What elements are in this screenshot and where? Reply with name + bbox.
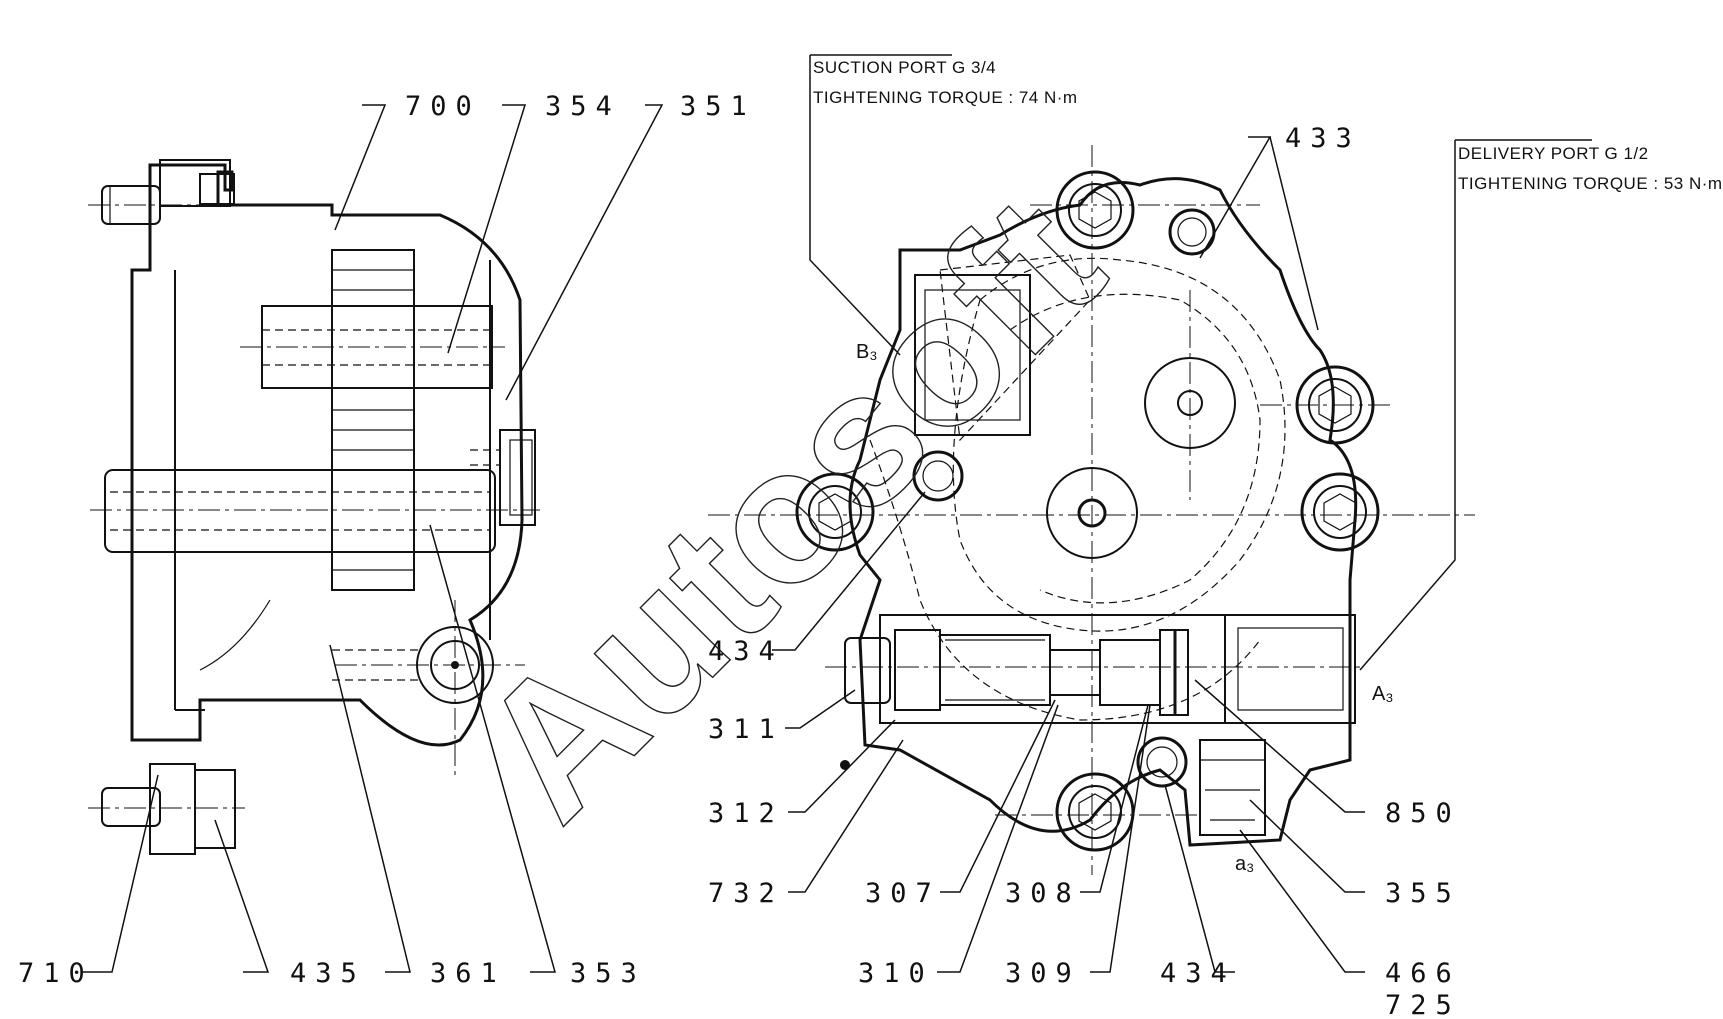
- part-label-309: 309: [1005, 958, 1081, 989]
- part-label-355: 355: [1385, 878, 1461, 909]
- part-label-850: 850: [1385, 798, 1461, 829]
- part-label-311: 311: [708, 714, 784, 745]
- part-label-433: 433: [1285, 123, 1361, 154]
- part-label-310: 310: [858, 958, 934, 989]
- part-label-308: 308: [1005, 878, 1081, 909]
- leader-lines: [82, 54, 1592, 973]
- part-label-361: 361: [430, 958, 506, 989]
- watermark-text: Autosoft: [439, 157, 1141, 859]
- suction-torque-note: TIGHTENING TORQUE : 74 N·m: [813, 88, 1078, 107]
- part-label-353: 353: [570, 958, 646, 989]
- part-label-354: 354: [545, 91, 621, 122]
- part-label-710: 710: [18, 958, 94, 989]
- part-label-312: 312: [708, 798, 784, 829]
- part-label-700: 700: [405, 91, 481, 122]
- suction-port-note: SUCTION PORT G 3/4: [813, 58, 996, 77]
- port-label-a3-lower: a₃: [1235, 853, 1254, 875]
- delivery-port-note: DELIVERY PORT G 1/2: [1458, 144, 1649, 163]
- part-label-351: 351: [680, 91, 756, 122]
- part-label-466: 466: [1385, 958, 1461, 989]
- part-label-435: 435: [290, 958, 366, 989]
- part-label-434-upper: 434: [708, 636, 784, 667]
- part-label-725: 725: [1385, 990, 1461, 1019]
- delivery-torque-note: TIGHTENING TORQUE : 53 N·m: [1458, 174, 1723, 193]
- part-label-307: 307: [865, 878, 941, 909]
- right-view-drawing: [708, 145, 1475, 875]
- port-label-b3: B₃: [856, 341, 877, 363]
- left-view-drawing: [88, 159, 540, 855]
- part-label-732: 732: [708, 878, 784, 909]
- port-label-a3: A₃: [1372, 683, 1393, 705]
- part-label-434-lower: 434: [1160, 958, 1236, 989]
